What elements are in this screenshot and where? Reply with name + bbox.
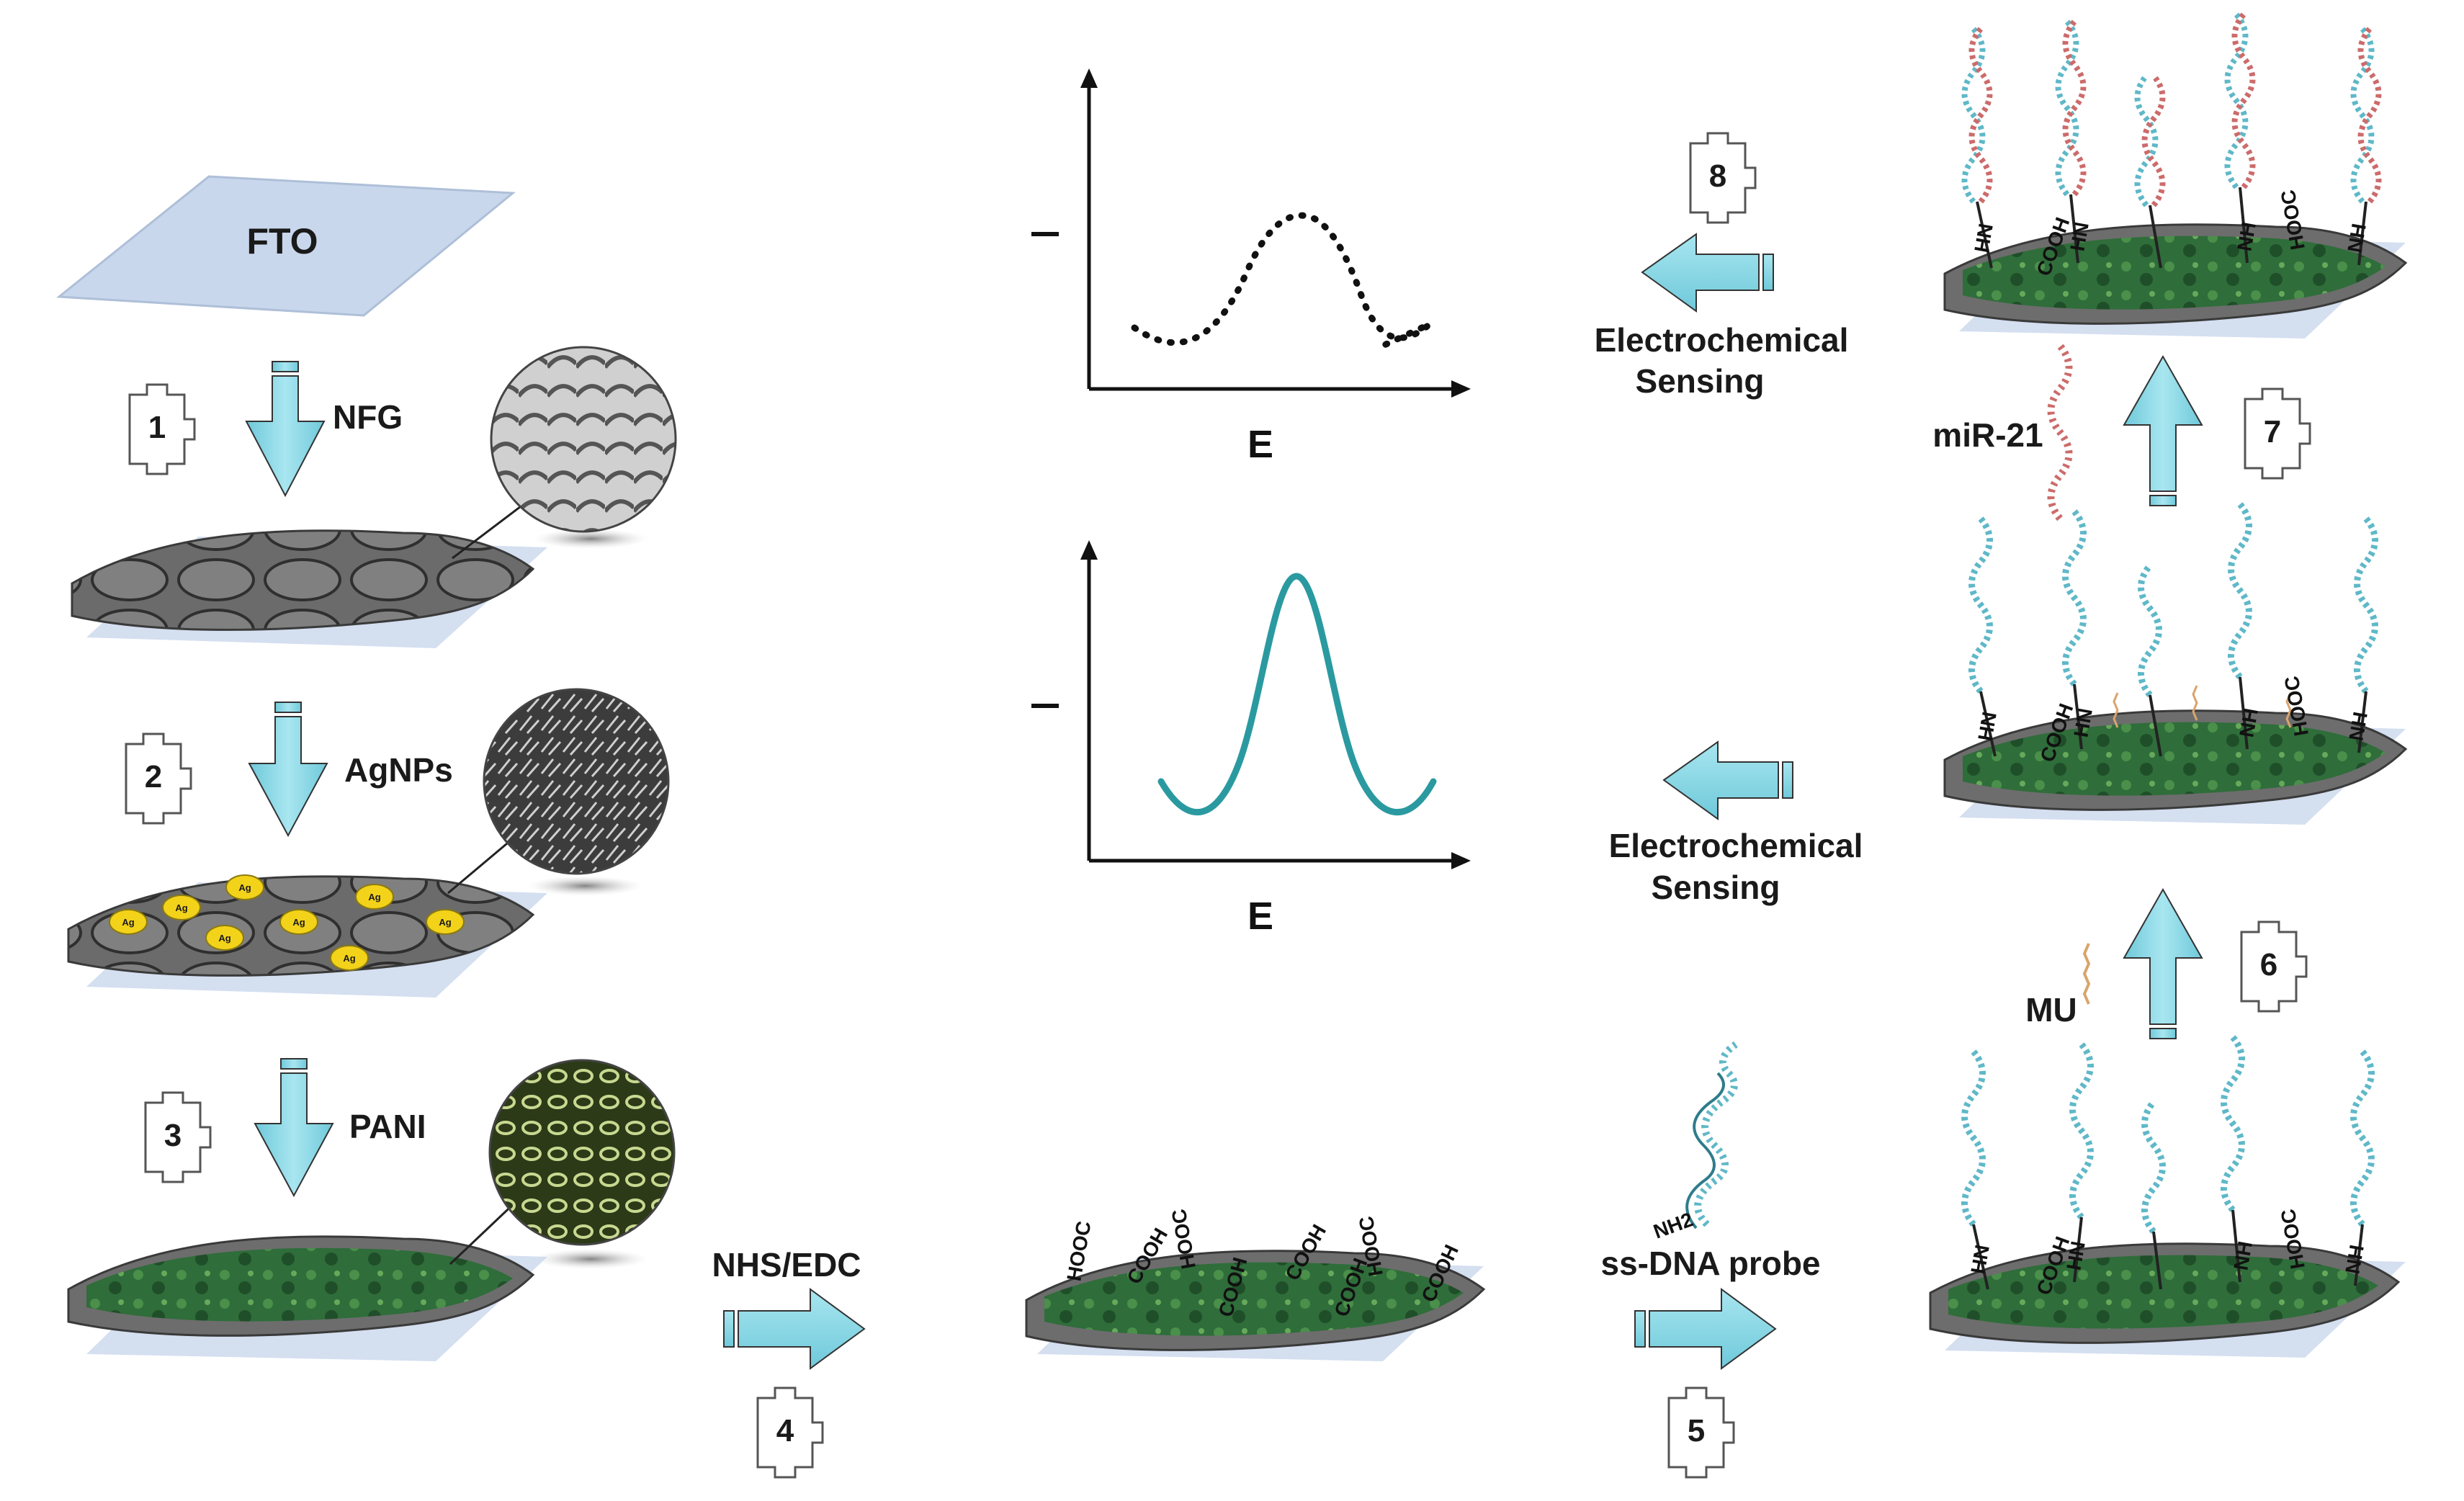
ag-text: Ag	[238, 882, 251, 893]
ss-dna-probe-label: ss-DNA probe	[1601, 1245, 1821, 1282]
step-2-arrow	[248, 702, 328, 838]
pani-label: PANI	[349, 1108, 426, 1145]
nh-group: NH	[2341, 1243, 2368, 1276]
probe-immobilized-surface: HN COOH HN NH HOOC NH	[1929, 1035, 2406, 1358]
nfg-micrograph	[490, 346, 677, 533]
step-3-arrow	[254, 1058, 334, 1198]
ag-text: Ag	[343, 953, 355, 964]
mu-molecule	[2082, 943, 2091, 1005]
agnps-layer: Ag Ag Ag Ag Ag Ag Ag Ag	[67, 688, 670, 998]
hn-group: HN	[2066, 220, 2093, 253]
ag-text: Ag	[218, 933, 230, 944]
voltammogram-top: E	[1031, 68, 1471, 466]
solid-peak-curve	[1157, 573, 1437, 816]
nh-group: NH	[2235, 707, 2262, 739]
sensing-arrow-middle	[1662, 740, 1793, 820]
step-7-arrow	[2123, 354, 2203, 506]
step-5-arrow	[1634, 1288, 1777, 1370]
ag-text: Ag	[368, 892, 380, 902]
pani-layer	[67, 1059, 676, 1361]
svg-text:6: 6	[2260, 947, 2277, 982]
step-2-tag: 2	[125, 732, 192, 825]
hybridized-surface: HN COOH HN NH HOOC NH	[1943, 12, 2408, 339]
nfg-label: NFG	[333, 398, 403, 436]
hn-group: HN	[1970, 222, 1997, 254]
svg-text:2: 2	[145, 759, 162, 794]
sensing-label-top-line2: Sensing	[1636, 362, 1765, 400]
x-axis-label: E	[1247, 423, 1273, 466]
step-6-tag: 6	[2240, 920, 2308, 1013]
svg-text:3: 3	[164, 1118, 182, 1153]
hn-group: HN	[2062, 1240, 2089, 1272]
ag-text: Ag	[122, 917, 134, 928]
step-6-arrow	[2123, 887, 2203, 1039]
step-4-tag: 4	[756, 1386, 824, 1479]
dotted-peak-curve	[1131, 212, 1432, 349]
ag-nanoparticles	[109, 874, 465, 971]
step-7-tag: 7	[2244, 387, 2311, 480]
step-3-tag: 3	[144, 1091, 212, 1183]
step-5-tag: 5	[1667, 1386, 1735, 1479]
svg-text:8: 8	[1709, 158, 1726, 194]
nh2-label: NH2	[1650, 1208, 1695, 1242]
mir21-strand	[2047, 343, 2073, 521]
agnps-micrograph	[483, 688, 670, 875]
sensing-label-middle-line1: Electrochemical	[1609, 827, 1863, 864]
svg-text:5: 5	[1688, 1413, 1705, 1448]
step-4-arrow	[723, 1288, 866, 1370]
fto-substrate: FTO	[56, 175, 516, 317]
mu-blocked-surface: HN COOH HN NH HOOC NH	[1943, 502, 2408, 825]
fto-label: FTO	[246, 221, 318, 261]
nfg-layer	[71, 346, 677, 648]
nh-group: NH	[2344, 710, 2372, 743]
svg-text:7: 7	[2264, 414, 2281, 449]
ag-text: Ag	[175, 902, 187, 913]
nh-group: NH	[2343, 222, 2370, 254]
agnps-label: AgNPs	[344, 751, 453, 789]
step-1-arrow	[245, 361, 326, 498]
activated-pani-surface: HOOC COOH HOOC COOH COOH COOH HOOC COOH	[1025, 1207, 1486, 1361]
hn-group: HN	[1974, 710, 2001, 743]
x-axis-label: E	[1247, 895, 1273, 938]
nh-group: NH	[2233, 220, 2260, 253]
mir21-label: miR-21	[1932, 416, 2043, 454]
voltammogram-bottom: E	[1031, 540, 1471, 938]
step-1-tag: 1	[128, 383, 196, 475]
pani-micrograph	[488, 1059, 676, 1246]
ag-text: Ag	[439, 917, 451, 928]
nh-group: NH	[2229, 1240, 2257, 1272]
ag-text: Ag	[292, 917, 305, 928]
ss-dna-probe-strand	[1685, 1041, 1738, 1229]
svg-text:1: 1	[148, 410, 166, 445]
mu-label: MU	[2025, 991, 2077, 1029]
hn-group: HN	[1966, 1243, 1994, 1276]
sensing-label-top-line1: Electrochemical	[1595, 321, 1849, 359]
step-8-arrow	[1641, 233, 1774, 313]
hn-group: HN	[2069, 707, 2097, 739]
step-8-tag: 8	[1689, 132, 1757, 224]
nhs-edc-label: NHS/EDC	[712, 1246, 861, 1283]
svg-text:4: 4	[776, 1413, 794, 1448]
sensing-label-middle-line2: Sensing	[1652, 869, 1780, 906]
